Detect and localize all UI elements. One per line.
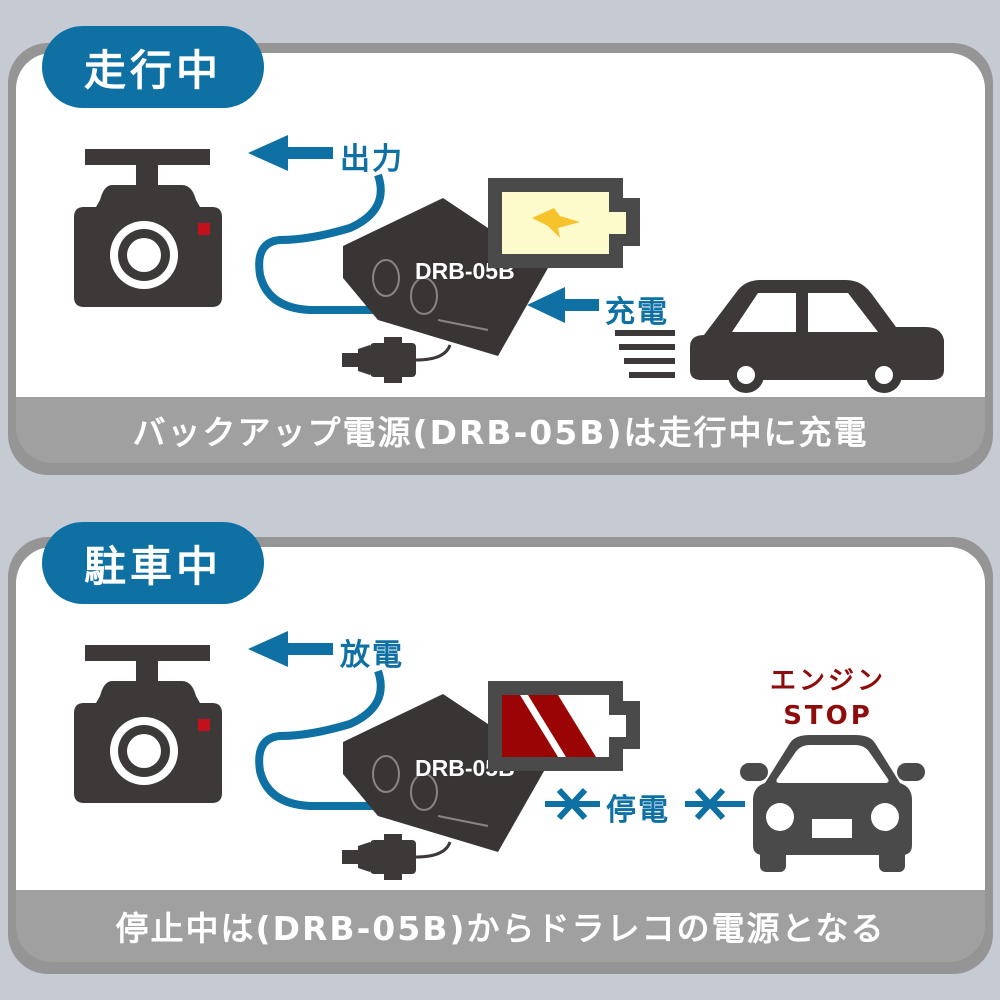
dashcam-icon [74,645,222,803]
driving-footer: バックアップ電源(DRB-05B)は走行中に充電 [16,397,985,463]
power-cable [255,669,450,810]
cut-x-icon [545,787,600,821]
parking-footer: 停止中は(DRB-05B)からドラレコの電源となる [16,890,985,962]
arrow-left-icon [248,135,333,171]
battery-low-icon [488,681,640,771]
cut-x-icon [685,787,745,821]
cigarette-plug-icon [342,834,452,880]
cigarette-plug-icon [342,337,452,383]
parking-badge-text: 駐車中 [83,541,222,591]
car-side-icon [690,280,944,393]
engine-stop-label: エンジン STOP [748,660,908,731]
power-cable [255,173,450,314]
parking-badge: 駐車中 [42,522,264,604]
engine-label-line1: エンジン [769,666,886,696]
discharge-label: 放電 [340,638,404,673]
driving-badge: 走行中 [42,26,264,108]
arrow-left-icon [248,631,333,667]
speed-lines-icon [615,330,675,378]
output-label: 出力 [340,142,404,177]
battery-charging-icon [488,178,640,268]
power-cut-label: 停電 [606,793,670,828]
dashcam-icon [74,149,222,307]
car-front-icon [740,735,925,872]
charge-label: 充電 [605,295,669,330]
driving-footer-text: バックアップ電源(DRB-05B)は走行中に充電 [132,413,869,452]
engine-label-line2: STOP [783,701,873,731]
charge-arrow-icon [527,287,599,323]
driving-badge-text: 走行中 [83,45,222,95]
parking-footer-text: 停止中は(DRB-05B)からドラレコの電源となる [115,909,886,948]
